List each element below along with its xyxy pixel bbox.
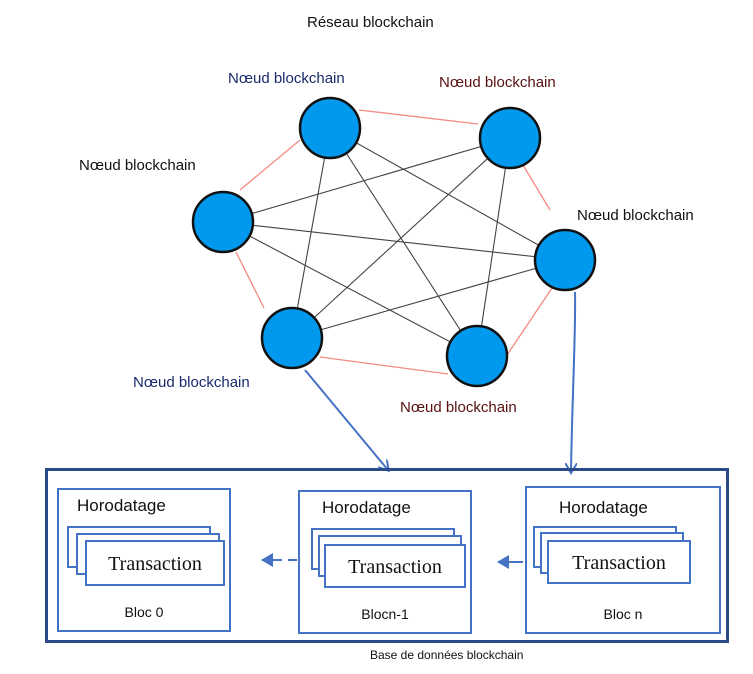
- arrow-to-db-right: [571, 291, 575, 472]
- edge: [291, 137, 511, 339]
- node-label: Nœud blockchain: [577, 207, 694, 224]
- edge: [291, 259, 566, 339]
- edge-ring: [235, 251, 265, 309]
- block-label: Bloc n: [603, 606, 643, 622]
- block-0: Horodatage Transaction Bloc 0: [57, 488, 231, 632]
- cross-edges: [222, 127, 566, 357]
- edge: [222, 221, 478, 357]
- transaction-label: Transaction: [324, 544, 466, 588]
- edge: [329, 127, 566, 261]
- network-title: Réseau blockchain: [307, 14, 434, 31]
- database-label: Base de données blockchain: [370, 648, 524, 662]
- block-n-1: Horodatage Transaction Blocn-1: [298, 490, 472, 634]
- block-n: Horodatage Transaction Bloc n: [525, 486, 721, 634]
- node-bottom-right: [445, 324, 509, 388]
- block-label: Bloc 0: [124, 604, 164, 620]
- block-timestamp: Horodatage: [322, 498, 411, 517]
- block-timestamp: Horodatage: [77, 496, 166, 515]
- node-label: Nœud blockchain: [228, 70, 345, 87]
- block-label: Blocn-1: [361, 606, 409, 622]
- node-left: [191, 190, 255, 254]
- node-label: Nœud blockchain: [400, 399, 517, 416]
- node-bottom-left: [260, 306, 324, 370]
- node-top-left: [298, 96, 362, 160]
- node-top-right: [478, 106, 542, 170]
- edge: [222, 137, 511, 223]
- edge-ring: [319, 356, 449, 375]
- edge-ring: [239, 139, 301, 191]
- block-timestamp: Horodatage: [559, 498, 648, 517]
- edge-ring: [358, 109, 479, 125]
- node-label: Nœud blockchain: [79, 157, 196, 174]
- edge: [222, 221, 566, 261]
- node-right: [533, 228, 597, 292]
- node-label: Nœud blockchain: [133, 374, 250, 391]
- transaction-label: Transaction: [547, 540, 691, 584]
- edge: [291, 127, 331, 339]
- node-label: Nœud blockchain: [439, 74, 556, 91]
- edge: [476, 137, 511, 357]
- edge-ring: [504, 287, 553, 359]
- ring-edges: [235, 109, 553, 375]
- nodes: [191, 96, 597, 388]
- blockchain-database: [45, 468, 729, 643]
- arrow-to-db-left: [304, 369, 388, 470]
- edge-ring: [522, 164, 551, 211]
- transaction-label: Transaction: [85, 540, 225, 586]
